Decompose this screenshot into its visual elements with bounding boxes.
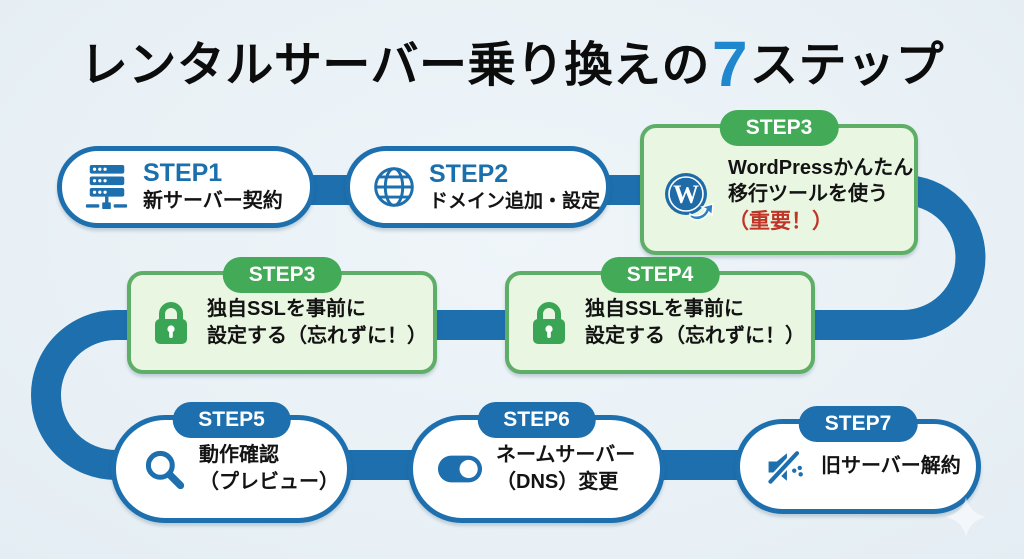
- step1-label: STEP1: [143, 159, 223, 188]
- step3-ssl-box: STEP3 独自SSLを事前に 設定する（忘れずに！）: [127, 257, 437, 374]
- step6-line1: ネームサーバー: [496, 444, 636, 467]
- step3-wordpress-box: STEP3 W WordPressかんたん 移行ツールを使う （重要！）: [640, 110, 918, 255]
- step3-ssl-badge: STEP3: [222, 257, 342, 293]
- step3-badge: STEP3: [719, 110, 839, 146]
- step4-text: 独自SSLを事前に 設定する（忘れずに！）: [585, 296, 805, 350]
- step5-line2: （プレビュー）: [199, 471, 339, 493]
- sparkle-icon: [946, 497, 986, 537]
- lock-icon: [533, 301, 565, 344]
- step2-label: STEP2: [429, 159, 509, 188]
- step4-box: STEP4 独自SSLを事前に 設定する（忘れずに！）: [505, 257, 815, 374]
- step4-badge: STEP4: [600, 257, 720, 293]
- step7-badge: STEP7: [798, 406, 918, 442]
- step2-box: STEP2 ドメイン追加・設定: [345, 146, 611, 228]
- step4-line2: 設定する（忘れずに！）: [585, 324, 805, 347]
- step5-line1: 動作確認: [199, 444, 279, 467]
- title-suffix: ステップ: [750, 39, 945, 92]
- step6-box: STEP6 ネームサーバー （DNS）変更: [408, 402, 665, 523]
- step3-ssl-text: 独自SSLを事前に 設定する（忘れずに！）: [207, 296, 427, 350]
- step7-line1: 旧サーバー解約: [821, 455, 961, 478]
- step1-text: STEP1 新サーバー契約: [143, 159, 283, 215]
- mute-speaker-icon: [766, 448, 803, 486]
- step7-box: STEP7 旧サーバー解約: [735, 406, 981, 514]
- step6-badge: STEP6: [477, 402, 596, 438]
- svg-text:W: W: [673, 180, 699, 209]
- step3-title-line1: WordPressかんたん: [728, 156, 914, 179]
- step6-text: ネームサーバー （DNS）変更: [496, 442, 635, 496]
- step3-important-note: （重要！）: [728, 210, 833, 234]
- page-title: レンタルサーバー乗り換えの7ステップ: [0, 26, 1024, 103]
- globe-icon: [374, 167, 414, 207]
- step4-line1: 独自SSLを事前に: [585, 297, 744, 320]
- server-icon: [85, 164, 128, 210]
- step3-title-line2: 移行ツールを使う: [728, 183, 888, 206]
- step3-ssl-line2: 設定する（忘れずに！）: [207, 324, 427, 347]
- step5-box: STEP5 動作確認 （プレビュー）: [111, 402, 352, 523]
- lock-icon: [155, 301, 187, 344]
- wordpress-icon: W: [665, 172, 714, 220]
- step5-badge: STEP5: [172, 402, 291, 438]
- step2-text: STEP2 ドメイン追加・設定: [429, 160, 600, 214]
- title-prefix: レンタルサーバー乗り換えの: [79, 39, 710, 92]
- step7-text: 旧サーバー解約: [821, 453, 961, 480]
- step3-ssl-line1: 独自SSLを事前に: [207, 297, 366, 320]
- title-number: 7: [711, 28, 749, 100]
- step6-line2: （DNS）変更: [496, 471, 619, 493]
- step1-title: 新サーバー契約: [143, 189, 283, 212]
- magnifier-icon: [145, 450, 185, 490]
- step5-text: 動作確認 （プレビュー）: [199, 442, 339, 496]
- toggle-icon: [437, 455, 483, 483]
- step2-title: ドメイン追加・設定: [429, 190, 601, 212]
- step1-box: STEP1 新サーバー契約: [57, 146, 315, 228]
- step3-text: WordPressかんたん 移行ツールを使う （重要！）: [728, 155, 913, 237]
